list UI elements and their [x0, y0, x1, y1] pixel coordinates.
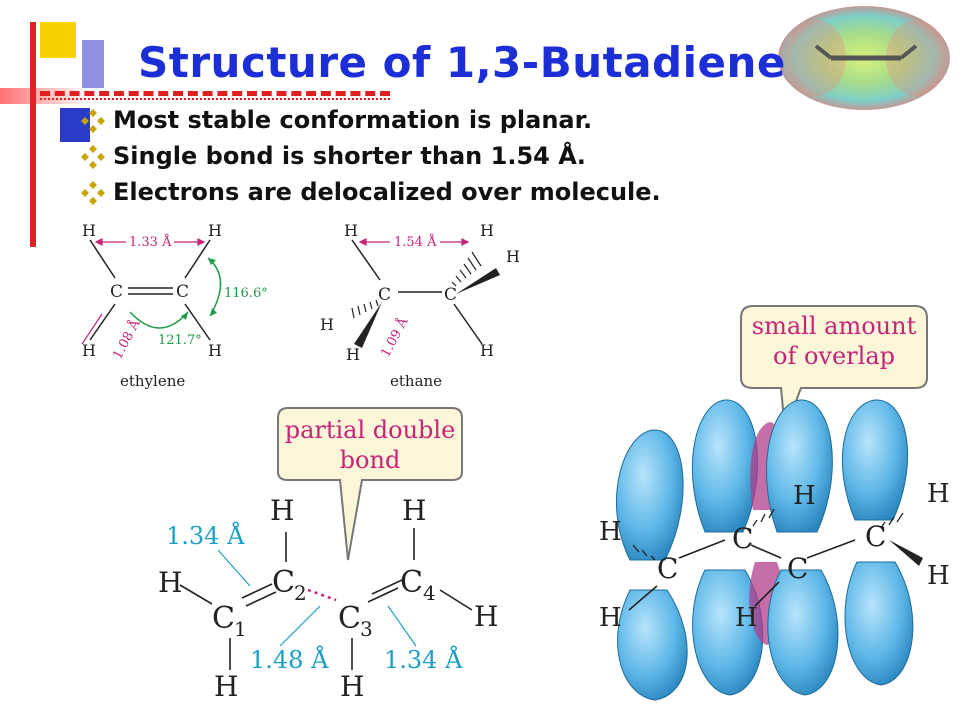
- ethylene-cc-length: 1.33 Å: [129, 234, 172, 250]
- ethane-diagram: H H H C C H H H 1.54 Å 1.09 Å ethane: [320, 221, 520, 390]
- butadiene-c1-subscript: 1: [234, 617, 247, 641]
- orbital-c4: C: [865, 520, 886, 553]
- bond-length-c1-c2: 1.34 Å: [166, 521, 245, 550]
- butadiene-c4: C: [400, 565, 423, 600]
- butadiene-c3-subscript: 3: [360, 617, 373, 641]
- callout-line-2: bond: [340, 446, 401, 474]
- butadiene-c2: C: [272, 565, 295, 600]
- callout-line-1: partial double: [285, 416, 456, 444]
- orbital-c1: C: [657, 552, 678, 585]
- yellow-square: [40, 22, 76, 58]
- butadiene-c4-subscript: 4: [423, 581, 436, 605]
- butadiene-h-c4-right: H: [474, 600, 498, 633]
- orbital-h-left-top: H: [599, 517, 622, 547]
- overlap-callout-line-1: small amount: [752, 312, 917, 340]
- ethane-c1: C: [378, 285, 391, 305]
- orbital-c3: C: [787, 552, 808, 585]
- butadiene-c1: C: [212, 601, 235, 636]
- bond-length-c2-c3: 1.48 Å: [250, 645, 329, 674]
- butadiene-h-c1-left: H: [158, 566, 182, 599]
- butadiene-h-c2-top: H: [270, 494, 294, 527]
- orbital-h-c3: H: [735, 603, 758, 633]
- title-underline-dots: [40, 98, 390, 100]
- butadiene-h-c1-bottom: H: [214, 670, 238, 703]
- upper-p-lobes: [616, 399, 909, 561]
- bond-length-c3-c4: 1.34 Å: [384, 645, 463, 674]
- slide-title: Structure of 1,3-Butadiene: [138, 38, 786, 87]
- ethane-h-br: H: [480, 341, 494, 360]
- ethane-h-left: H: [320, 315, 334, 334]
- ethylene-hch-angle: 116.6°: [224, 286, 268, 301]
- orbital-h-right-bottom: H: [927, 561, 950, 591]
- partial-double-bond-callout: [277, 407, 463, 561]
- p-orbital-overlap-diagram: small amount of overlap H C H C H C H C …: [599, 305, 950, 701]
- butadiene-h-c3-bottom: H: [340, 670, 364, 703]
- orbital-h-right-top: H: [927, 479, 950, 509]
- ethylene-hcc-angle: 121.7°: [158, 333, 202, 348]
- butadiene-c3: C: [338, 601, 361, 636]
- lower-p-lobes: [617, 561, 914, 701]
- ethane-h-tl: H: [344, 221, 358, 240]
- orbital-h-c2: H: [793, 481, 816, 511]
- ethylene-c2: C: [176, 282, 189, 302]
- ethane-h-right: H: [506, 247, 520, 266]
- bullet-text: Most stable conformation is planar.: [113, 106, 593, 134]
- diamond-bullet-icon: [81, 181, 105, 205]
- orbital-h-left-bottom: H: [599, 603, 622, 633]
- ethylene-diagram: H H C C H H 1.33 Å 1.08 Å 116.6° 121.7° …: [81, 221, 268, 390]
- ethylene-ch-length: 1.08 Å: [109, 316, 143, 362]
- diamond-bullet-icon: [81, 109, 105, 133]
- ethylene-h-tl: H: [82, 221, 96, 240]
- ethane-h-top: H: [480, 221, 494, 240]
- bullet-text: Single bond is shorter than 1.54 Å.: [113, 142, 586, 170]
- ethane-ch-length: 1.09 Å: [377, 314, 411, 360]
- bullet-text: Electrons are delocalized over molecule.: [113, 178, 661, 206]
- purple-square: [82, 40, 104, 88]
- ethane-h-bl: H: [346, 345, 360, 364]
- ethane-label: ethane: [390, 372, 442, 390]
- ethylene-c1: C: [110, 282, 123, 302]
- ethylene-label: ethylene: [120, 372, 185, 390]
- diamond-bullet-icon: [81, 145, 105, 169]
- ethane-c2: C: [444, 285, 457, 305]
- orbital-c2: C: [732, 522, 753, 555]
- butadiene-c2-subscript: 2: [294, 581, 307, 605]
- butadiene-h-c4-top: H: [402, 494, 426, 527]
- overlap-callout-line-2: of overlap: [773, 342, 895, 370]
- electrostatic-map-image: [778, 6, 950, 110]
- title-underline: [40, 91, 390, 96]
- ethylene-h-bl: H: [82, 341, 96, 360]
- ethane-cc-length: 1.54 Å: [394, 234, 437, 250]
- ethylene-h-br: H: [208, 341, 222, 360]
- red-vertical-bar: [30, 22, 36, 247]
- butadiene-structure: partial double bond H H H C 2 C 4 C 1 C …: [158, 407, 498, 703]
- ethylene-h-tr: H: [208, 221, 222, 240]
